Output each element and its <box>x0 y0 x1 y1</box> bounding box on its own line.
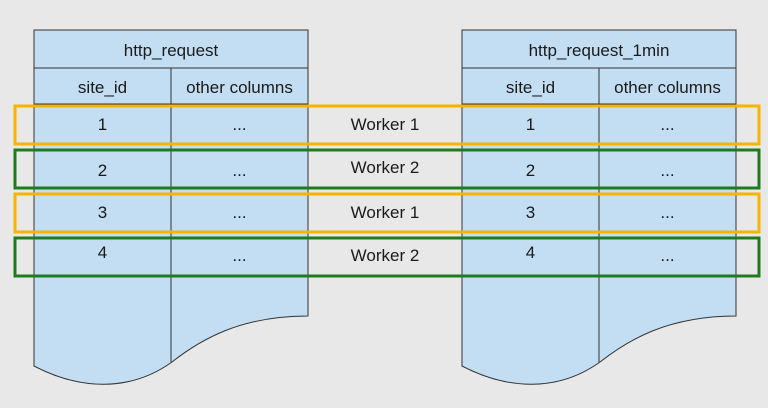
cell-site-id: 4 <box>525 243 536 262</box>
worker-label: Worker 2 <box>350 158 420 177</box>
cell-other: ... <box>660 115 675 134</box>
cell-site-id: 1 <box>97 115 108 134</box>
cell-site-id: 4 <box>97 243 108 262</box>
column-header-site-id: site_id <box>505 78 556 97</box>
table-title: http_request_1min <box>528 41 670 60</box>
cell-other: ... <box>660 246 675 265</box>
cell-other: ... <box>232 203 247 222</box>
cell-other: ... <box>232 115 247 134</box>
column-header-site-id: site_id <box>77 78 128 97</box>
worker-label: Worker 2 <box>350 246 420 265</box>
cell-site-id: 2 <box>97 161 108 180</box>
table-http-request-1min <box>461 29 737 385</box>
column-header-other: other columns <box>614 78 721 97</box>
worker-box-2 <box>13 148 761 190</box>
cell-other: ... <box>660 161 675 180</box>
cell-other: ... <box>232 161 247 180</box>
cell-other: ... <box>660 203 675 222</box>
worker-box-4 <box>13 236 761 278</box>
cell-site-id: 3 <box>97 203 108 222</box>
table-title: http_request <box>123 41 219 60</box>
column-header-other: other columns <box>186 78 293 97</box>
cell-site-id: 3 <box>525 203 536 222</box>
worker-box-3 <box>13 192 761 234</box>
cell-site-id: 1 <box>525 115 536 134</box>
worker-box-1 <box>13 104 761 146</box>
cell-other: ... <box>232 246 247 265</box>
cell-site-id: 2 <box>525 161 536 180</box>
worker-label: Worker 1 <box>350 115 420 134</box>
worker-label: Worker 1 <box>350 203 420 222</box>
table-http-request <box>33 29 309 385</box>
